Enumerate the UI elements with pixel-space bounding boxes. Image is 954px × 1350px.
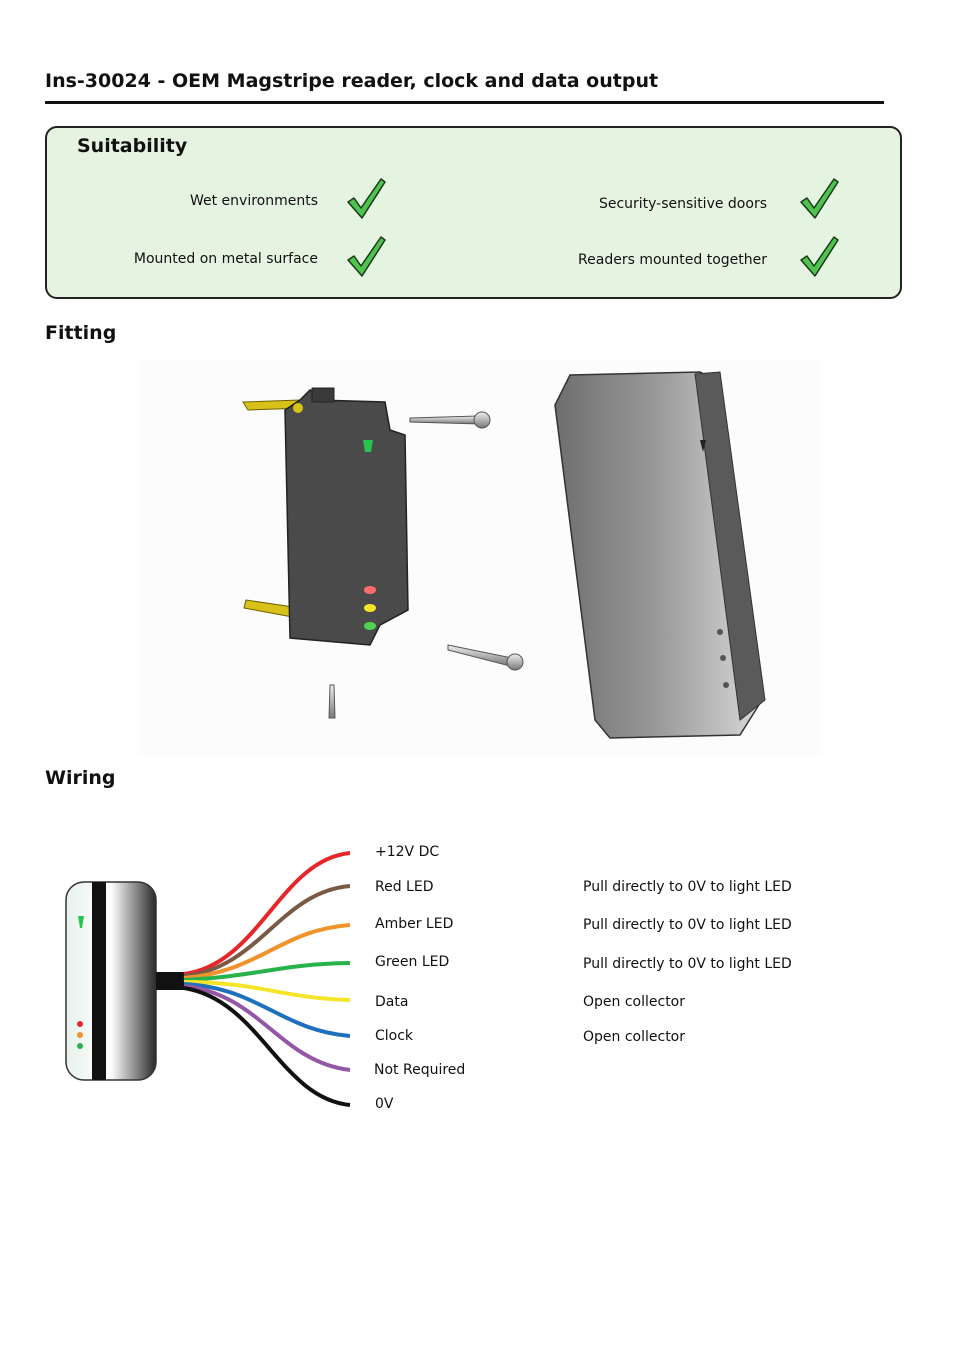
reader-side-view	[65, 881, 157, 1081]
suitability-label-metal: Mounted on metal surface	[133, 251, 318, 267]
title-divider	[45, 101, 884, 104]
wiring-diagram	[65, 851, 351, 1107]
check-icon	[347, 236, 386, 277]
wiring-heading: Wiring	[45, 767, 116, 789]
wire-label: Not Required	[374, 1062, 466, 1078]
wire-note: Open collector	[583, 1029, 686, 1045]
wire-note: Pull directly to 0V to light LED	[583, 917, 792, 933]
check-icon	[800, 178, 839, 219]
wire-note: Pull directly to 0V to light LED	[583, 956, 792, 972]
reader-cover	[554, 371, 766, 739]
wire-blue	[183, 982, 351, 1038]
reader-body	[284, 387, 409, 646]
fitting-illustration	[140, 360, 820, 755]
wire-black	[183, 986, 351, 1107]
wire-note: Pull directly to 0V to light LED	[583, 879, 792, 895]
suitability-label-security: Security-sensitive doors	[598, 196, 767, 212]
suitability-panel	[45, 126, 902, 299]
cable-sheath	[156, 972, 184, 990]
wire-green	[183, 961, 351, 982]
suitability-label-together: Readers mounted together	[578, 252, 767, 268]
wire-purple	[183, 984, 351, 1072]
wire-red	[183, 851, 351, 976]
wire-label: Amber LED	[375, 916, 454, 932]
fitting-heading: Fitting	[45, 322, 117, 344]
wire-brown	[183, 884, 351, 978]
wire-orange	[183, 923, 351, 980]
wire-label: +12V DC	[375, 844, 440, 860]
wire-note: Open collector	[583, 994, 686, 1010]
screw-bottom-small	[328, 684, 336, 719]
wire-label: 0V	[375, 1096, 394, 1112]
wire-yellow	[183, 980, 351, 1002]
wire-label: Data	[375, 994, 409, 1010]
check-icon	[347, 178, 386, 219]
check-icon	[800, 236, 839, 277]
screw-top-right	[409, 411, 491, 429]
wire-label: Green LED	[375, 954, 450, 970]
screw-bottom-right	[447, 644, 524, 671]
wire-label: Red LED	[375, 879, 434, 895]
suitability-heading: Suitability	[77, 135, 188, 157]
document-title: Ins-30024 - OEM Magstripe reader, clock …	[45, 70, 659, 92]
wire-label: Clock	[375, 1028, 414, 1044]
suitability-label-wet: Wet environments	[189, 193, 318, 209]
